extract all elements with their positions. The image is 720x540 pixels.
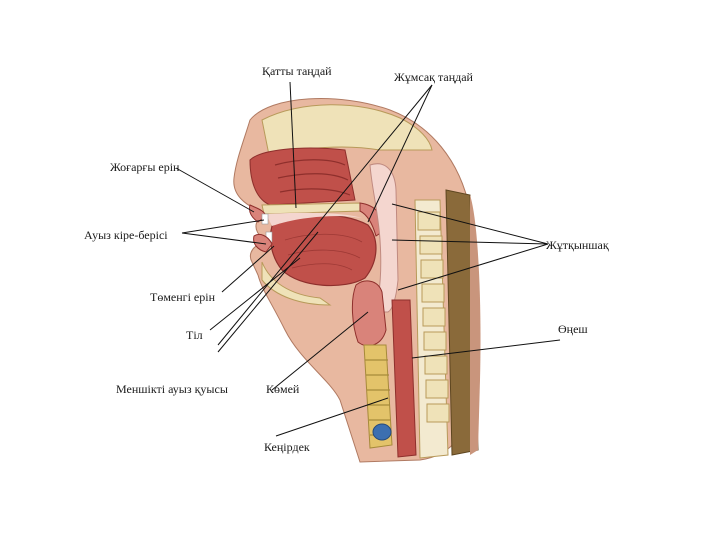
- nasal-conchae: [274, 159, 351, 196]
- label-esophagus: Өңеш: [558, 322, 588, 336]
- label-tongue: Тіл: [186, 328, 203, 342]
- label-mouth-opening: Ауыз кіре-берісі: [84, 228, 168, 242]
- thyroid-vessel: [372, 423, 392, 441]
- label-larynx: Көмей: [266, 382, 300, 396]
- esophagus: [391, 299, 417, 458]
- label-upper-lip: Жоғарғы ерін: [110, 160, 180, 174]
- label-trachea: Кеңірдек: [264, 440, 310, 454]
- label-pharynx: Жұтқыншақ: [546, 238, 609, 252]
- neck-back: [470, 195, 481, 455]
- leader-lines: [175, 81, 561, 437]
- oral-cavity: [266, 212, 362, 226]
- trachea: [363, 344, 393, 449]
- label-hard-palate: Қатты таңдай: [262, 64, 332, 78]
- tongue-fibers: [284, 233, 363, 271]
- label-lower-lip: Төменгі ерін: [150, 290, 216, 304]
- label-soft-palate: Жұмсақ таңдай: [394, 70, 473, 84]
- nasal-cavity: [249, 147, 356, 206]
- larynx: [351, 280, 387, 347]
- tracheal-rings: [365, 359, 391, 436]
- upper-teeth: [261, 213, 269, 225]
- label-oral-cavity: Меншікті ауыз қуысы: [116, 382, 228, 396]
